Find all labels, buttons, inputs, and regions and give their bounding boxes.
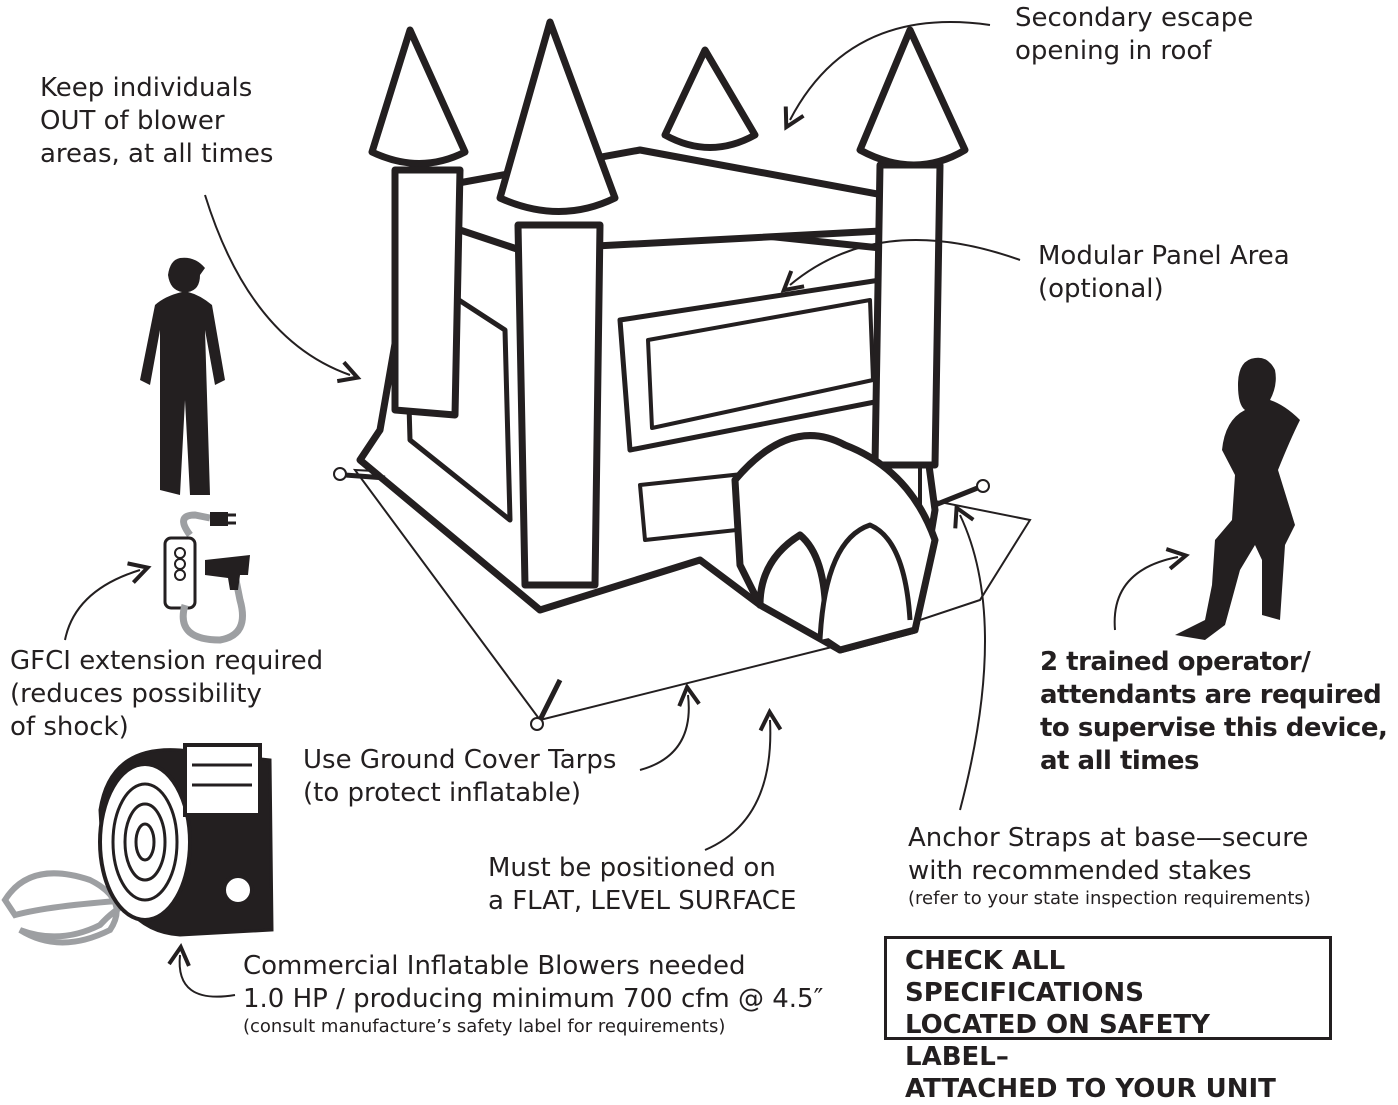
label-gfci: GFCI extension required (reduces possibi… [10,646,324,742]
arrow-panel [790,239,1021,285]
arrow-tarps [639,695,689,771]
label-operators: 2 trained operator/ attendants are requi… [1040,647,1388,776]
arrow-anchor [960,515,986,811]
blower [1,743,274,946]
bounce-house [356,18,969,654]
arrow-level [704,720,770,851]
arrow-gfci [64,570,140,641]
label-roof-escape: Secondary escape opening in roof [1015,3,1254,66]
arrow-roof [790,21,991,120]
illustration [1,18,1300,998]
label-modular-panel: Modular Panel Area (optional) [1038,241,1290,304]
label-level-surface: Must be positioned on a FLAT, LEVEL SURF… [488,853,797,916]
arrow-blowers [180,955,236,998]
label-tarps: Use Ground Cover Tarps (to protect infla… [303,745,617,808]
safety-label-notice: CHECK ALL SPECIFICATIONS LOCATED ON SAFE… [884,936,1332,1104]
operator-man-silhouette [140,257,225,495]
label-blower-area: Keep individuals OUT of blower areas, at… [40,73,274,169]
label-anchor: Anchor Straps at base—secure with recomm… [908,823,1311,909]
anchor-stakes [333,467,990,731]
label-blowers: Commercial Inflatable Blowers needed 1.0… [243,951,824,1037]
arrow-blower-area [204,194,350,375]
gfci-device [163,511,250,644]
arrow-operators [1113,557,1178,631]
operator-woman-silhouette [1175,357,1300,640]
